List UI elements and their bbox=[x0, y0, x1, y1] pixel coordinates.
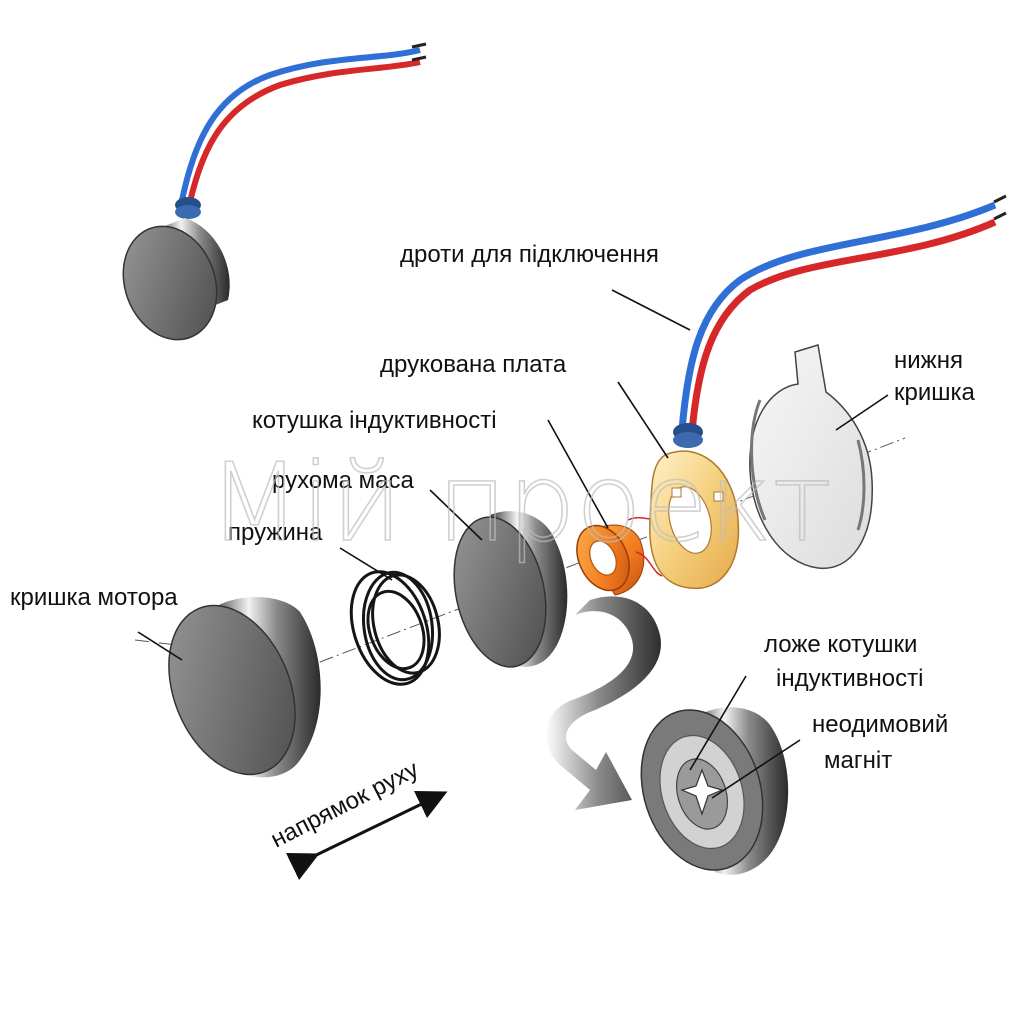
motor-cover bbox=[168, 597, 321, 778]
assembled-motor-body bbox=[122, 218, 230, 341]
watermark: Мій проект bbox=[208, 441, 832, 566]
label-motor-cover: кришка мотора bbox=[10, 584, 178, 611]
assembled-motor-wires bbox=[179, 42, 427, 203]
curved-transition-arrow bbox=[545, 596, 661, 810]
label-moving-mass: рухома маса bbox=[272, 467, 415, 494]
moving-mass bbox=[453, 511, 568, 668]
assembled-motor-wire-clip bbox=[175, 197, 201, 219]
coil bbox=[576, 516, 663, 596]
bottom-cover bbox=[749, 344, 873, 570]
label-magnet-line1: неодимовий bbox=[812, 711, 948, 738]
leader-bottom-cover bbox=[835, 394, 889, 431]
spring bbox=[349, 570, 441, 686]
assembled-motor bbox=[122, 42, 427, 341]
coil-bed-with-magnet bbox=[640, 707, 789, 875]
label-pcb: друкована плата bbox=[380, 351, 567, 378]
leader-motor-cover bbox=[137, 631, 183, 661]
label-magnet-line2: магніт bbox=[824, 747, 892, 774]
direction-double-arrow bbox=[285, 791, 448, 881]
printed-circuit-board bbox=[649, 450, 740, 590]
label-coil-bed-line2: індуктивності bbox=[776, 665, 923, 692]
label-wires: дроти для підключення bbox=[400, 241, 659, 268]
leader-coil bbox=[547, 419, 609, 529]
leader-pcb bbox=[617, 381, 669, 459]
connection-wires bbox=[673, 194, 1007, 448]
leader-spring bbox=[339, 547, 393, 581]
label-spring: пружина bbox=[228, 519, 323, 546]
label-coil-bed-line1: ложе котушки bbox=[764, 631, 917, 658]
leader-magnet bbox=[711, 739, 801, 799]
label-bottom-cover-line1: нижня bbox=[894, 347, 963, 374]
label-bottom-cover-line2: кришка bbox=[894, 379, 976, 406]
magnet-star-icon bbox=[680, 768, 724, 816]
label-coil: котушка індуктивності bbox=[252, 407, 497, 434]
label-direction: напрямок руху bbox=[266, 756, 422, 853]
leader-coil-bed bbox=[689, 675, 747, 771]
leader-wires bbox=[611, 289, 691, 331]
leader-lines bbox=[137, 289, 889, 799]
leader-moving-mass bbox=[429, 489, 483, 541]
